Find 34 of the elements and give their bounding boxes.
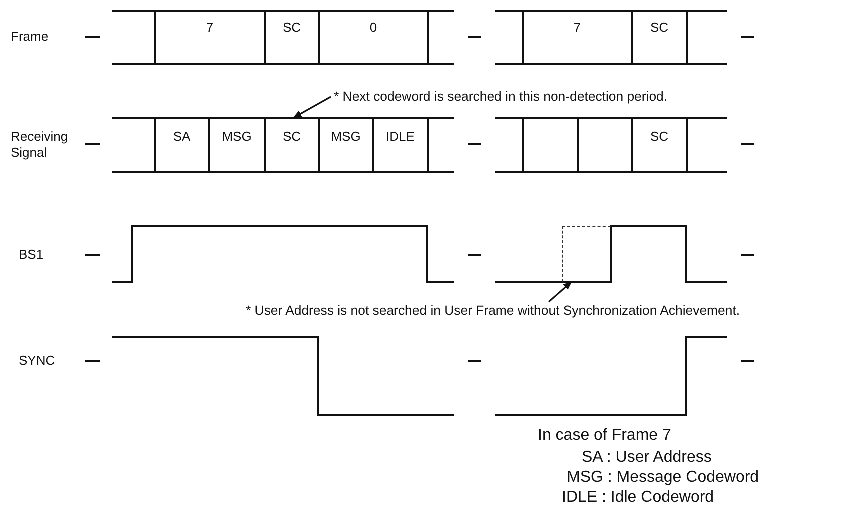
empty-codeword-cell bbox=[686, 117, 727, 173]
codeword-cell: MSG bbox=[208, 117, 264, 173]
codeword-cell: SC bbox=[264, 117, 318, 173]
note-text: * User Address is not searched in User Frame without Synchronization Achievement. bbox=[246, 303, 740, 319]
empty-codeword-cell bbox=[495, 117, 522, 173]
codeword-cell: 7 bbox=[154, 10, 264, 65]
empty-codeword-cell bbox=[495, 10, 522, 65]
codeword-cell: IDLE bbox=[372, 117, 427, 173]
signal-name: SYNC bbox=[19, 353, 56, 369]
empty-codeword-cell bbox=[522, 117, 577, 173]
empty-codeword-cell bbox=[686, 10, 727, 65]
codeword-cell: SA bbox=[154, 117, 208, 173]
codeword-cell: SC bbox=[631, 117, 686, 173]
leader-arrow bbox=[292, 96, 332, 119]
codeword-cell: SC bbox=[264, 10, 318, 65]
empty-codeword-cell bbox=[427, 117, 454, 173]
key-entry: IDLE : Idle Codeword bbox=[562, 488, 714, 508]
key-entry: MSG : Message Codeword bbox=[567, 468, 760, 488]
dashed-pulse-outline bbox=[562, 226, 611, 282]
empty-codeword-cell bbox=[112, 10, 154, 65]
signal-name: Receiving Signal bbox=[11, 129, 70, 161]
codeword-cell: 0 bbox=[318, 10, 427, 65]
note-text: * Next codeword is searched in this non-detection period. bbox=[334, 89, 668, 105]
key-heading: In case of Frame 7 bbox=[538, 426, 672, 446]
signal-name: BS1 bbox=[19, 247, 44, 263]
codeword-cell: MSG bbox=[318, 117, 372, 173]
empty-codeword-cell bbox=[427, 10, 454, 65]
empty-codeword-cell bbox=[112, 117, 154, 173]
signal-name: Frame bbox=[11, 29, 49, 45]
codeword-cell: 7 bbox=[522, 10, 631, 65]
empty-codeword-cell bbox=[577, 117, 631, 173]
key-entry: SA : User Address bbox=[582, 448, 712, 468]
codeword-cell: SC bbox=[631, 10, 686, 65]
leader-arrow bbox=[548, 281, 572, 303]
